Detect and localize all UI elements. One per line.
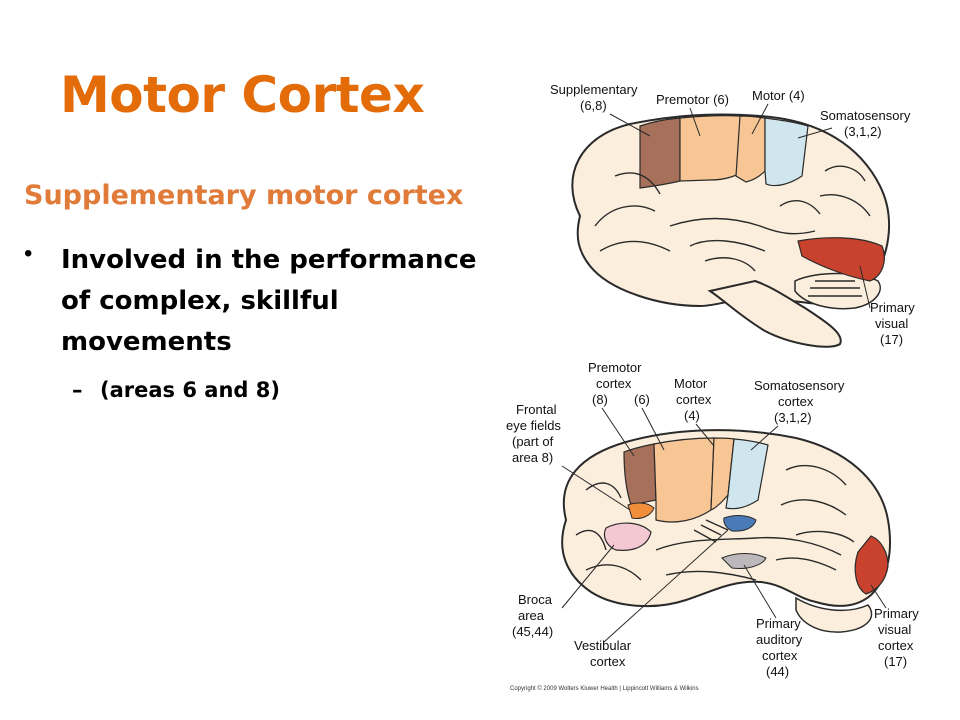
auditory-region bbox=[721, 553, 767, 569]
label-visual-b: visual bbox=[878, 622, 911, 637]
label-area8: (8) bbox=[592, 392, 608, 407]
cerebellum-shape bbox=[794, 272, 881, 310]
bullet-text: Involved in the performance of complex, … bbox=[61, 245, 477, 357]
label-primary-visual: Primary bbox=[874, 606, 919, 621]
vestibular-region bbox=[723, 515, 757, 532]
label-broca: Broca bbox=[518, 592, 553, 607]
label-visual-area-b: (17) bbox=[884, 654, 907, 669]
copyright-text: Copyright © 2009 Wolters Kluwer Health |… bbox=[510, 685, 699, 692]
visual-lateral-region bbox=[854, 535, 889, 595]
label-motor: Motor (4) bbox=[752, 88, 805, 103]
label-broca-areas: (45,44) bbox=[512, 624, 553, 639]
label-vestibular-cortex: cortex bbox=[590, 654, 626, 669]
eye-field-highlight bbox=[627, 502, 655, 519]
brainstem-shape bbox=[707, 279, 842, 348]
label-somatosensory-cortex: cortex bbox=[778, 394, 814, 409]
dash-icon: – bbox=[72, 378, 83, 402]
label-motor-b: Motor bbox=[674, 376, 708, 391]
slide-subtitle: Supplementary motor cortex bbox=[24, 180, 464, 211]
label-motor-cortex: cortex bbox=[676, 392, 712, 407]
medial-gyri-lines bbox=[594, 165, 871, 297]
slide-title: Motor Cortex bbox=[60, 66, 425, 124]
label-vestibular: Vestibular bbox=[574, 638, 632, 653]
premotor-lateral-region bbox=[653, 437, 715, 523]
label-premotor-b: Premotor bbox=[588, 360, 642, 375]
label-auditory-cortex: cortex bbox=[762, 648, 798, 663]
sub-bullet-text: (areas 6 and 8) bbox=[100, 378, 280, 402]
broca-region bbox=[603, 522, 652, 551]
label-eye-fields: eye fields bbox=[506, 418, 561, 433]
visual-region bbox=[797, 237, 885, 282]
bullet-dot-icon: • bbox=[24, 240, 33, 267]
label-supplementary-areas: (6,8) bbox=[580, 98, 607, 113]
label-part-of: (part of bbox=[512, 434, 554, 449]
medial-brain-diagram: Supplementary (6,8) Premotor (6) Motor (… bbox=[550, 82, 915, 348]
top-leader-lines bbox=[609, 103, 871, 309]
label-auditory: auditory bbox=[756, 632, 803, 647]
label-visual-area: (17) bbox=[880, 332, 903, 347]
label-somatosensory-areas-b: (3,1,2) bbox=[774, 410, 812, 425]
bottom-leader-lines bbox=[561, 407, 887, 643]
label-premotor: Premotor (6) bbox=[656, 92, 729, 107]
somatosensory-region bbox=[764, 117, 809, 187]
label-visual: visual bbox=[875, 316, 908, 331]
label-motor-area: (4) bbox=[684, 408, 700, 423]
label-somatosensory-b: Somatosensory bbox=[754, 378, 845, 393]
label-area-8: area 8) bbox=[512, 450, 553, 465]
label-auditory-area: (44) bbox=[766, 664, 789, 679]
label-premotor-cortex: cortex bbox=[596, 376, 632, 391]
lateral-cerebellum bbox=[795, 596, 873, 633]
label-broca-area: area bbox=[518, 608, 545, 623]
lateral-gyri-lines bbox=[575, 464, 855, 581]
label-visual-cortex: cortex bbox=[878, 638, 914, 653]
lateral-brain-diagram: Premotor cortex (8) (6) Motor cortex (4)… bbox=[506, 360, 919, 692]
label-somatosensory: Somatosensory bbox=[820, 108, 911, 123]
label-area6: (6) bbox=[634, 392, 650, 407]
sub-bullet-item: –(areas 6 and 8) bbox=[72, 378, 280, 402]
frontal-eye-field-region bbox=[623, 443, 657, 506]
label-somatosensory-areas: (3,1,2) bbox=[844, 124, 882, 139]
label-frontal: Frontal bbox=[516, 402, 557, 417]
motor-region bbox=[735, 115, 766, 183]
somatosensory-lateral-region bbox=[725, 438, 769, 510]
label-primary: Primary bbox=[870, 300, 915, 315]
label-primary-auditory: Primary bbox=[756, 616, 801, 631]
label-supplementary: Supplementary bbox=[550, 82, 638, 97]
